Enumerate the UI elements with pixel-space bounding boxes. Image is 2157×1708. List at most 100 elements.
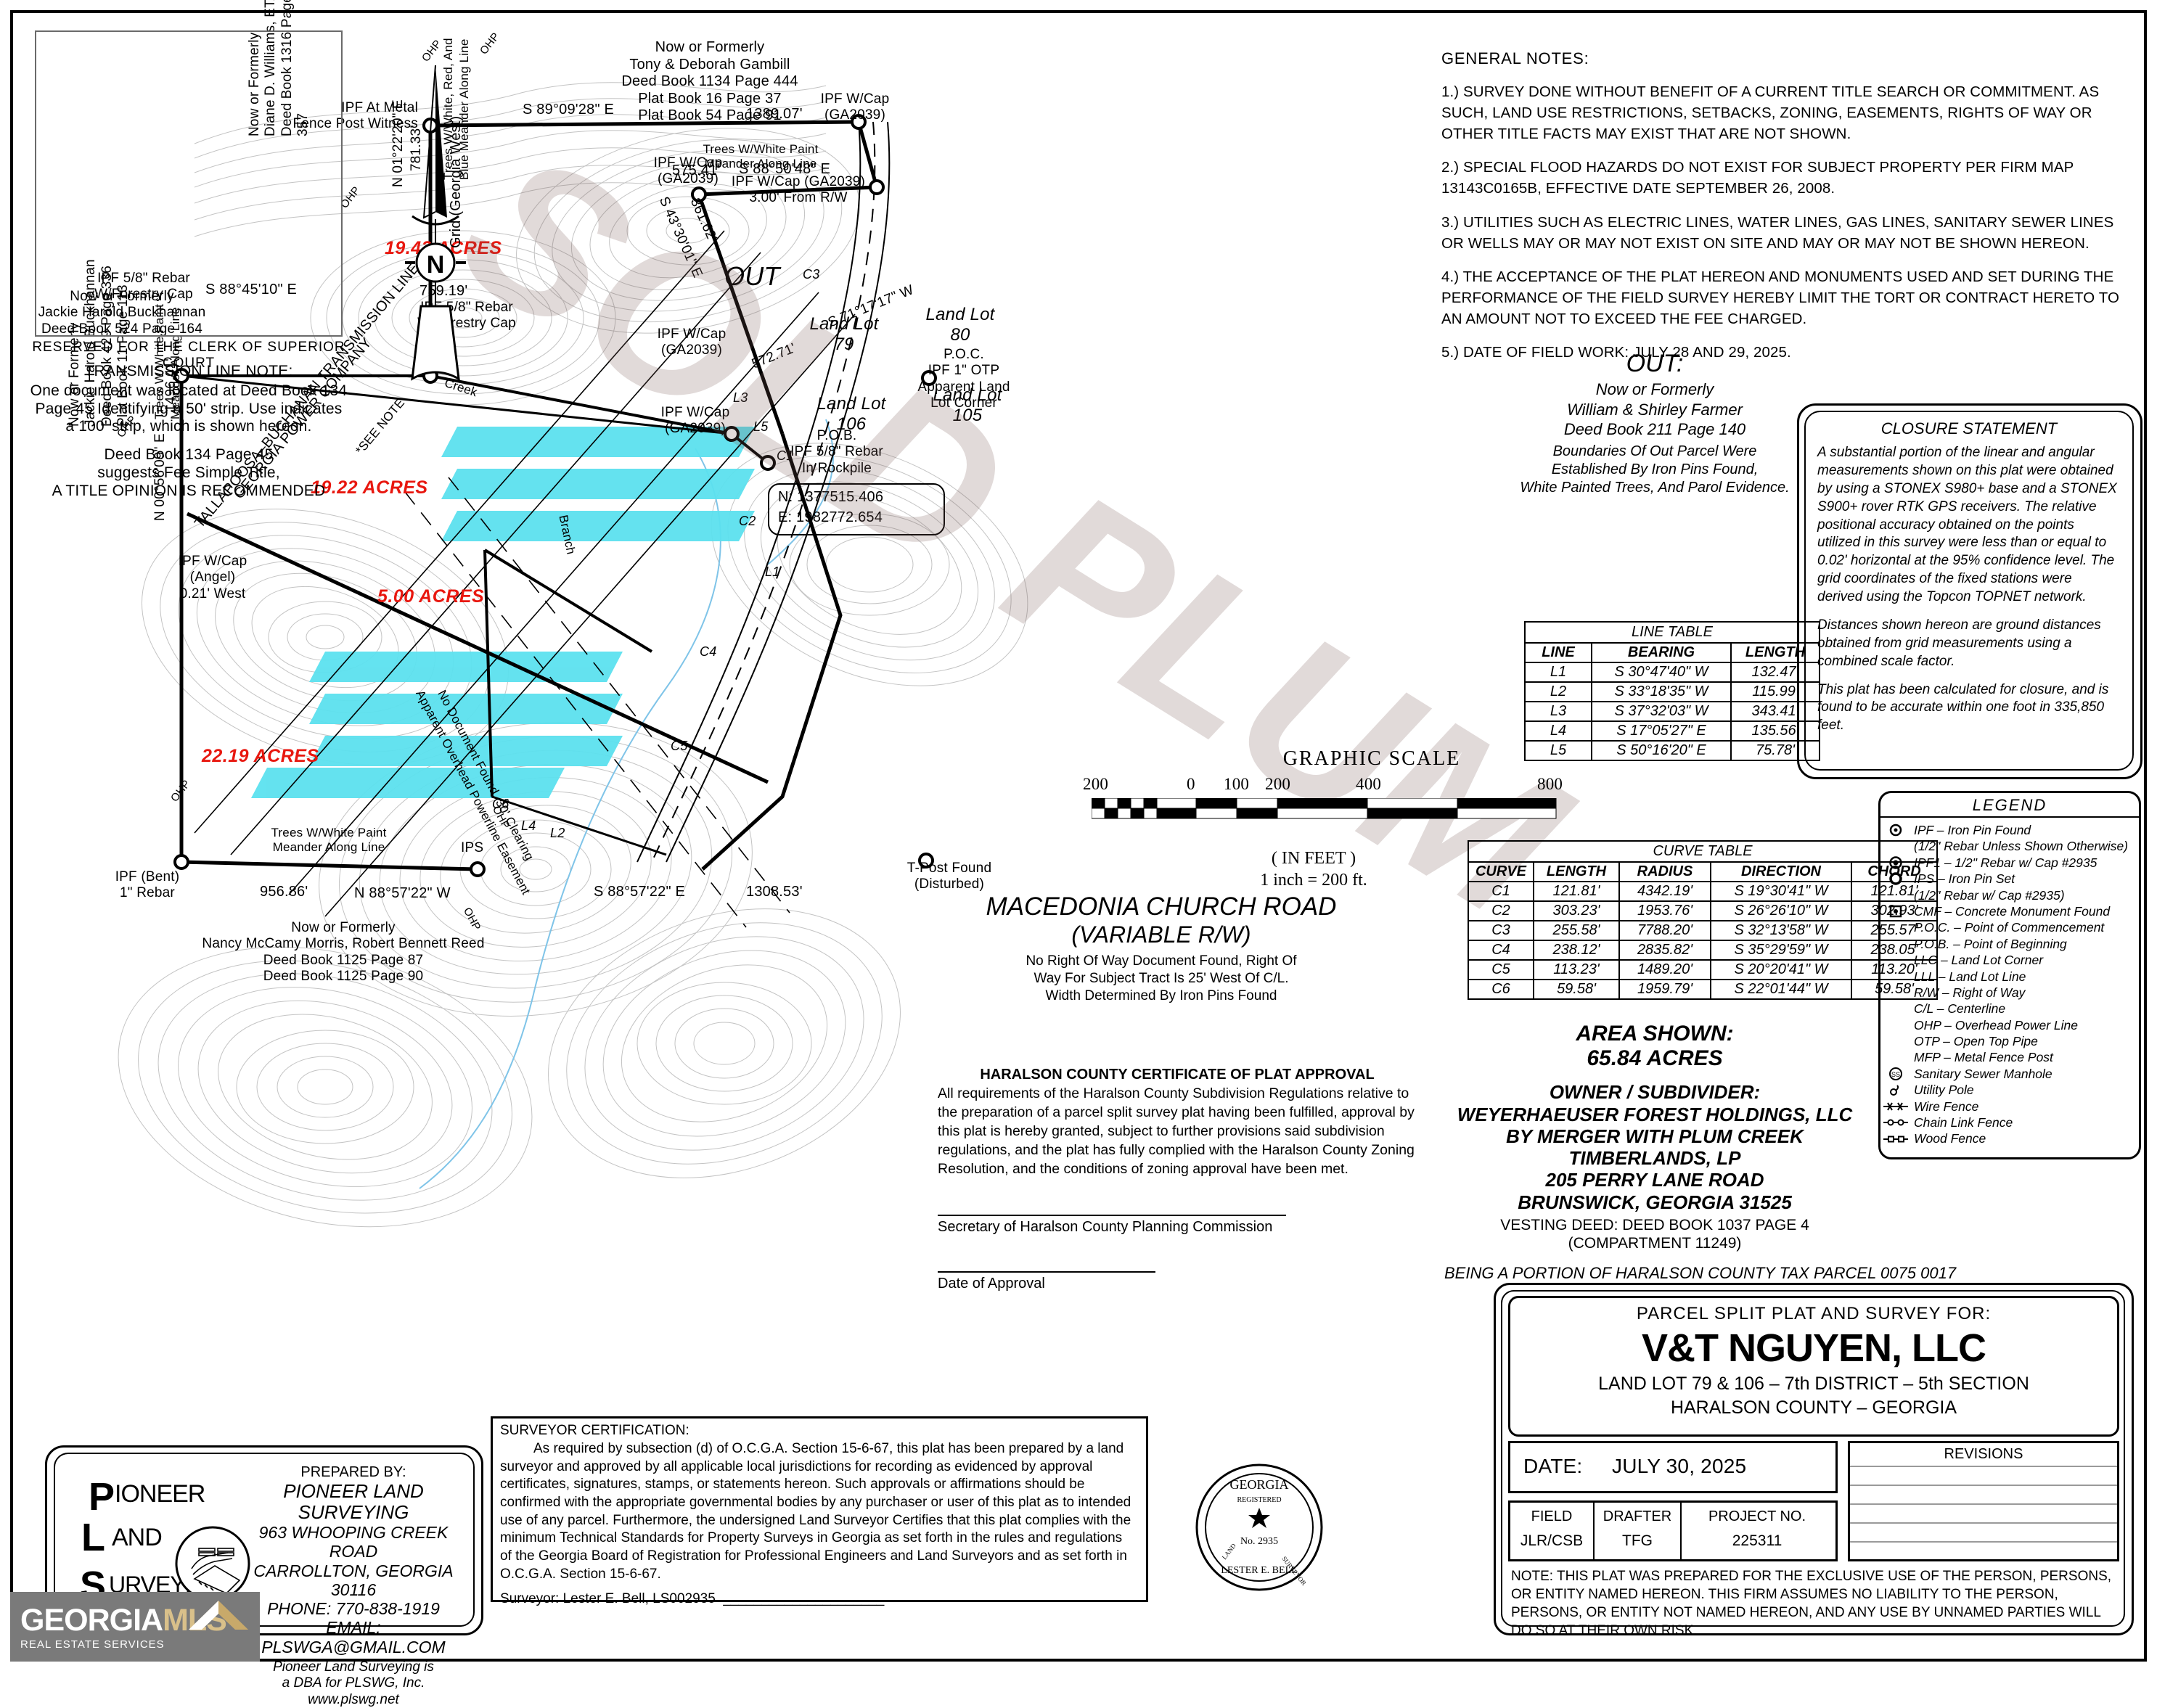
highlight-bands <box>251 427 755 798</box>
pob-easting: E: 1982772.654 <box>778 509 883 525</box>
legend-item-label: (1/2" Rebar Unless Shown Otherwise) <box>1914 839 2129 854</box>
pioneer-logo-ioneer: IONEER <box>115 1480 205 1508</box>
legend-item-label: OTP – Open Top Pipe <box>1914 1034 2038 1049</box>
cell: L3 <box>1524 701 1592 722</box>
cell: 121.81' <box>1533 881 1620 902</box>
cmf-icon <box>1883 904 1908 919</box>
table-row: C3 255.58' 7788.20' S 32°13'58" W 255.57… <box>1468 920 1938 941</box>
revision-row[interactable] <box>1850 1485 2117 1503</box>
road-name: MACEDONIA CHURCH ROAD <box>986 892 1337 921</box>
county-cert-title: HARALSON COUNTY CERTIFICATE OF PLAT APPR… <box>980 1067 1375 1083</box>
firm-website[interactable]: www.plswg.net <box>308 1691 399 1707</box>
sheet-border <box>10 10 2147 1662</box>
monument-markers <box>173 114 937 877</box>
surveyor-signature-line[interactable]: _____________________ <box>719 1590 885 1606</box>
out-parcel-l4: Boundaries Of Out Parcel Were <box>1552 443 1757 459</box>
out-parcel-l3: Deed Book 211 Page 140 <box>1563 420 1746 438</box>
svg-text:SS: SS <box>1891 1071 1900 1078</box>
clerk-reserved-label: RESERVED FOR THE CLERK OF SUPERIOR COURT <box>32 340 345 371</box>
monument-label-bent-rebar: IPF (Bent)1" Rebar <box>115 869 180 901</box>
out-parcel-l5: Established By Iron Pins Found, <box>1551 461 1759 477</box>
legend-item-label: R/W – Right of Way <box>1914 985 2026 1000</box>
north-arrow-grid-label: Grid (Georgia West) <box>448 115 464 248</box>
general-note-3: 3.) UTILITIES SUCH AS ELECTRIC LINES, WA… <box>1441 213 2114 252</box>
distance-n-line: 1389.07' <box>746 106 803 122</box>
field-label: FIELD <box>1531 1508 1573 1524</box>
title-block-inner <box>1501 1290 2125 1627</box>
line-table-h1: BEARING <box>1591 642 1732 663</box>
legend-title: LEGEND <box>1880 796 2139 818</box>
revision-row[interactable] <box>1850 1466 2117 1485</box>
legend-item-label: Wire Fence <box>1914 1099 1979 1114</box>
out-parcel-note: OUT: Now or Formerly William & Shirley F… <box>1473 350 1836 497</box>
curve-table-h0: CURVE <box>1468 861 1534 882</box>
closure-p3: This plat has been calculated for closur… <box>1817 681 2109 734</box>
county-cert-sig-line-2[interactable] <box>938 1270 1155 1273</box>
scale-tick-4: 400 <box>1356 775 1382 793</box>
line-table: LINE TABLE LINE BEARING LENGTH L1 S 30°4… <box>1524 621 1820 761</box>
county-cert-sig-label-1: Secretary of Haralson County Planning Co… <box>938 1218 1273 1235</box>
seal-top-text: GEORGIA <box>1230 1477 1289 1492</box>
revision-row[interactable] <box>1850 1503 2117 1522</box>
cell: C2 <box>1468 900 1534 921</box>
ipf-icon <box>1883 823 1908 837</box>
revision-row[interactable] <box>1850 1541 2117 1560</box>
cell: 113.23' <box>1533 959 1620 980</box>
legend-item-label: C/L – Centerline <box>1914 1001 2006 1017</box>
cell: C5 <box>1468 959 1534 980</box>
revisions-box[interactable]: REVISIONS <box>1848 1441 2119 1561</box>
general-notes: GENERAL NOTES: 1.) SURVEY DONE WITHOUT B… <box>1441 49 2124 363</box>
revision-row[interactable] <box>1850 1522 2117 1541</box>
general-note-5: 5.) DATE OF FIELD WORK: JULY 28 AND 29, … <box>1441 344 1791 361</box>
monument-label-ga2039-rw: IPF W/Cap (GA2039)3.00' From R/W <box>731 174 866 206</box>
neighbor-label-morris-reed: Now or Formerly Nancy McCamy Morris, Rob… <box>202 920 485 985</box>
legend-item-label: LLC – Land Lot Corner <box>1914 953 2044 968</box>
legend-item: Utility Pole <box>1883 1082 2135 1098</box>
cell: 1489.20' <box>1618 959 1711 980</box>
closure-p2: Distances shown hereon are ground distan… <box>1817 617 2101 669</box>
overhead-power-lines <box>194 230 856 928</box>
curve-table-h2: RADIUS <box>1618 861 1711 882</box>
county-cert-sig-line-1[interactable] <box>938 1214 1286 1216</box>
acreage-label-4: 22.19 ACRES <box>202 746 319 766</box>
legend-item: P.O.C. – Point of Commencement <box>1883 919 2135 935</box>
prepared-by-label: PREPARED BY: <box>300 1464 406 1480</box>
seal-number: No. 2935 <box>1240 1536 1278 1547</box>
line-id-l3: L3 <box>733 390 748 405</box>
legend-item: SS Sanitary Sewer Manhole <box>1883 1066 2135 1082</box>
out-parcel-l2: William & Shirley Farmer <box>1567 400 1743 419</box>
distance-ne2: 575.41' <box>672 163 721 178</box>
bearing-w-line: S 88°45'10" E <box>205 282 298 297</box>
legend-item-label: IPF1 – 1/2" Rebar w/ Cap #2935 <box>1914 855 2097 870</box>
monument-label-angel: IPF W/Cap(Angel)0.21' West <box>178 554 247 602</box>
scale-tick-2: 100 <box>1224 775 1250 793</box>
bearing-s-line: N 88°57'22" W <box>354 885 451 901</box>
surveyor-cert-body: As required by subsection (d) of O.C.G.A… <box>500 1441 1131 1582</box>
legend-item-label: Sanitary Sewer Manhole <box>1914 1066 2052 1081</box>
firm-address-2: CARROLLTON, GEORGIA 30116 <box>253 1561 454 1599</box>
legend-item: IPF1 – 1/2" Rebar w/ Cap #2935 <box>1883 855 2135 871</box>
legend-item-label: Wood Fence <box>1914 1131 1986 1146</box>
road-note-2: Way For Subject Tract Is 25' West Of C/L… <box>1034 970 1289 986</box>
cell: S 17°05'27" E <box>1591 720 1732 742</box>
compartment: (COMPARTMENT 11249) <box>1568 1234 1742 1252</box>
area-owner-block: AREA SHOWN: 65.84 ACRES OWNER / SUBDIVID… <box>1444 1022 1956 1283</box>
field-value: JLR/CSB <box>1520 1532 1584 1549</box>
boundary-lines <box>179 120 879 871</box>
surveyor-certification-box: SURVEYOR CERTIFICATION: As required by s… <box>491 1416 1148 1606</box>
monument-label-tpost: T-Post Found(Disturbed) <box>906 861 992 892</box>
legend-item-label: IPF – Iron Pin Found <box>1914 823 2031 837</box>
cell: S 50°16'20" E <box>1591 740 1732 761</box>
monument-label-ga2039-n: IPF W/Cap(GA2039) <box>653 155 723 187</box>
chain-link-fence-icon <box>1883 1117 1908 1128</box>
scale-tick-0: 200 <box>1083 775 1109 793</box>
vesting-deed: VESTING DEED: DEED BOOK 1037 PAGE 4 <box>1500 1216 1809 1233</box>
legend-item-label: P.O.B. – Point of Beginning <box>1914 936 2067 951</box>
cell: S 30°47'40" W <box>1591 662 1732 683</box>
firm-email[interactable]: EMAIL: PLSWGA@GMAIL.COM <box>261 1618 446 1656</box>
road-rw: (VARIABLE R/W) <box>1071 921 1251 948</box>
mls-roof-icon <box>189 1601 248 1630</box>
